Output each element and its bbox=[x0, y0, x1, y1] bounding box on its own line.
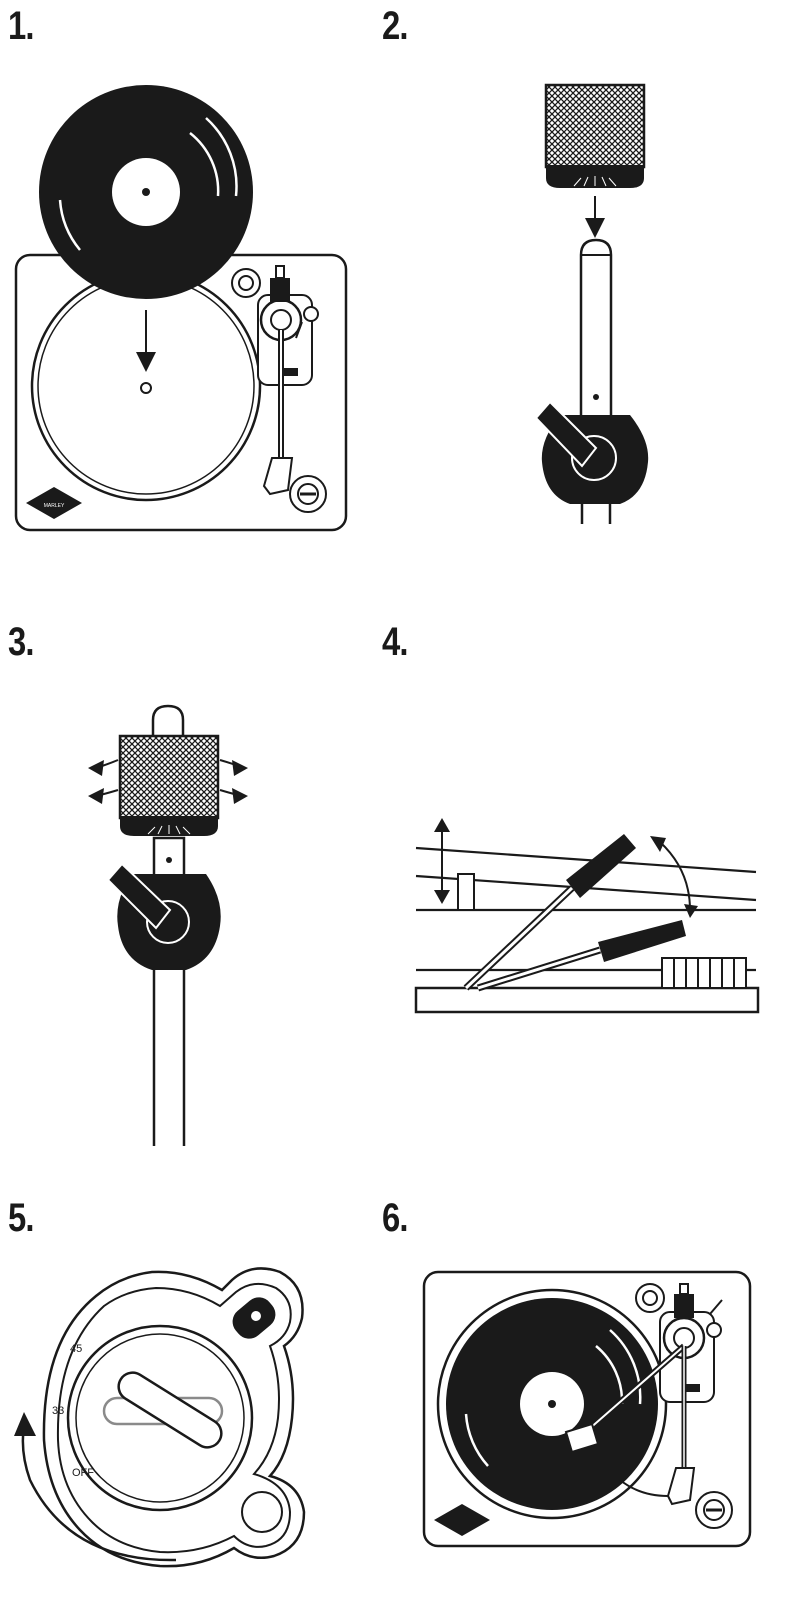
spindle bbox=[140, 382, 152, 394]
volume-knob bbox=[241, 1491, 283, 1533]
lever-swing-arrow bbox=[659, 841, 691, 911]
tonearm-assembly bbox=[231, 265, 327, 513]
cartridge-knurled bbox=[118, 734, 220, 820]
step-4-illustration bbox=[414, 818, 760, 1014]
cue-lever-lowered bbox=[598, 920, 686, 962]
step-1-number: 1. bbox=[8, 4, 35, 48]
tonearm-tube bbox=[579, 238, 613, 422]
speed-label-45: 45 bbox=[70, 1343, 82, 1355]
step-5-number: 5. bbox=[8, 1196, 35, 1240]
step-4-number: 4. bbox=[382, 620, 409, 664]
step-2-illustration bbox=[534, 83, 649, 524]
step-5-illustration: 45 33 OFF bbox=[14, 1267, 306, 1568]
step-6-number: 6. bbox=[382, 1196, 409, 1240]
brand-badge bbox=[434, 1504, 490, 1536]
cue-lever-raised bbox=[566, 834, 636, 898]
brand-badge-text: MARLEY bbox=[44, 503, 65, 509]
step-6-illustration bbox=[422, 1270, 752, 1548]
cartridge-knurled bbox=[544, 83, 646, 169]
step-2-number: 2. bbox=[382, 4, 409, 48]
tonearm-assembly bbox=[564, 1283, 733, 1529]
step-3-illustration bbox=[88, 704, 248, 1146]
vinyl-record bbox=[446, 1298, 658, 1510]
step-1-illustration: MARLEY bbox=[14, 85, 348, 532]
speed-label-33: 33 bbox=[52, 1405, 64, 1417]
speed-selector-lever bbox=[117, 1371, 223, 1449]
speed-label-off: OFF bbox=[72, 1467, 94, 1479]
bluetooth-icon bbox=[251, 1311, 261, 1321]
vinyl-record bbox=[39, 85, 253, 299]
brand-badge: MARLEY bbox=[26, 487, 82, 519]
rotate-dial-arrow bbox=[21, 1425, 177, 1562]
step-3-number: 3. bbox=[8, 620, 35, 664]
